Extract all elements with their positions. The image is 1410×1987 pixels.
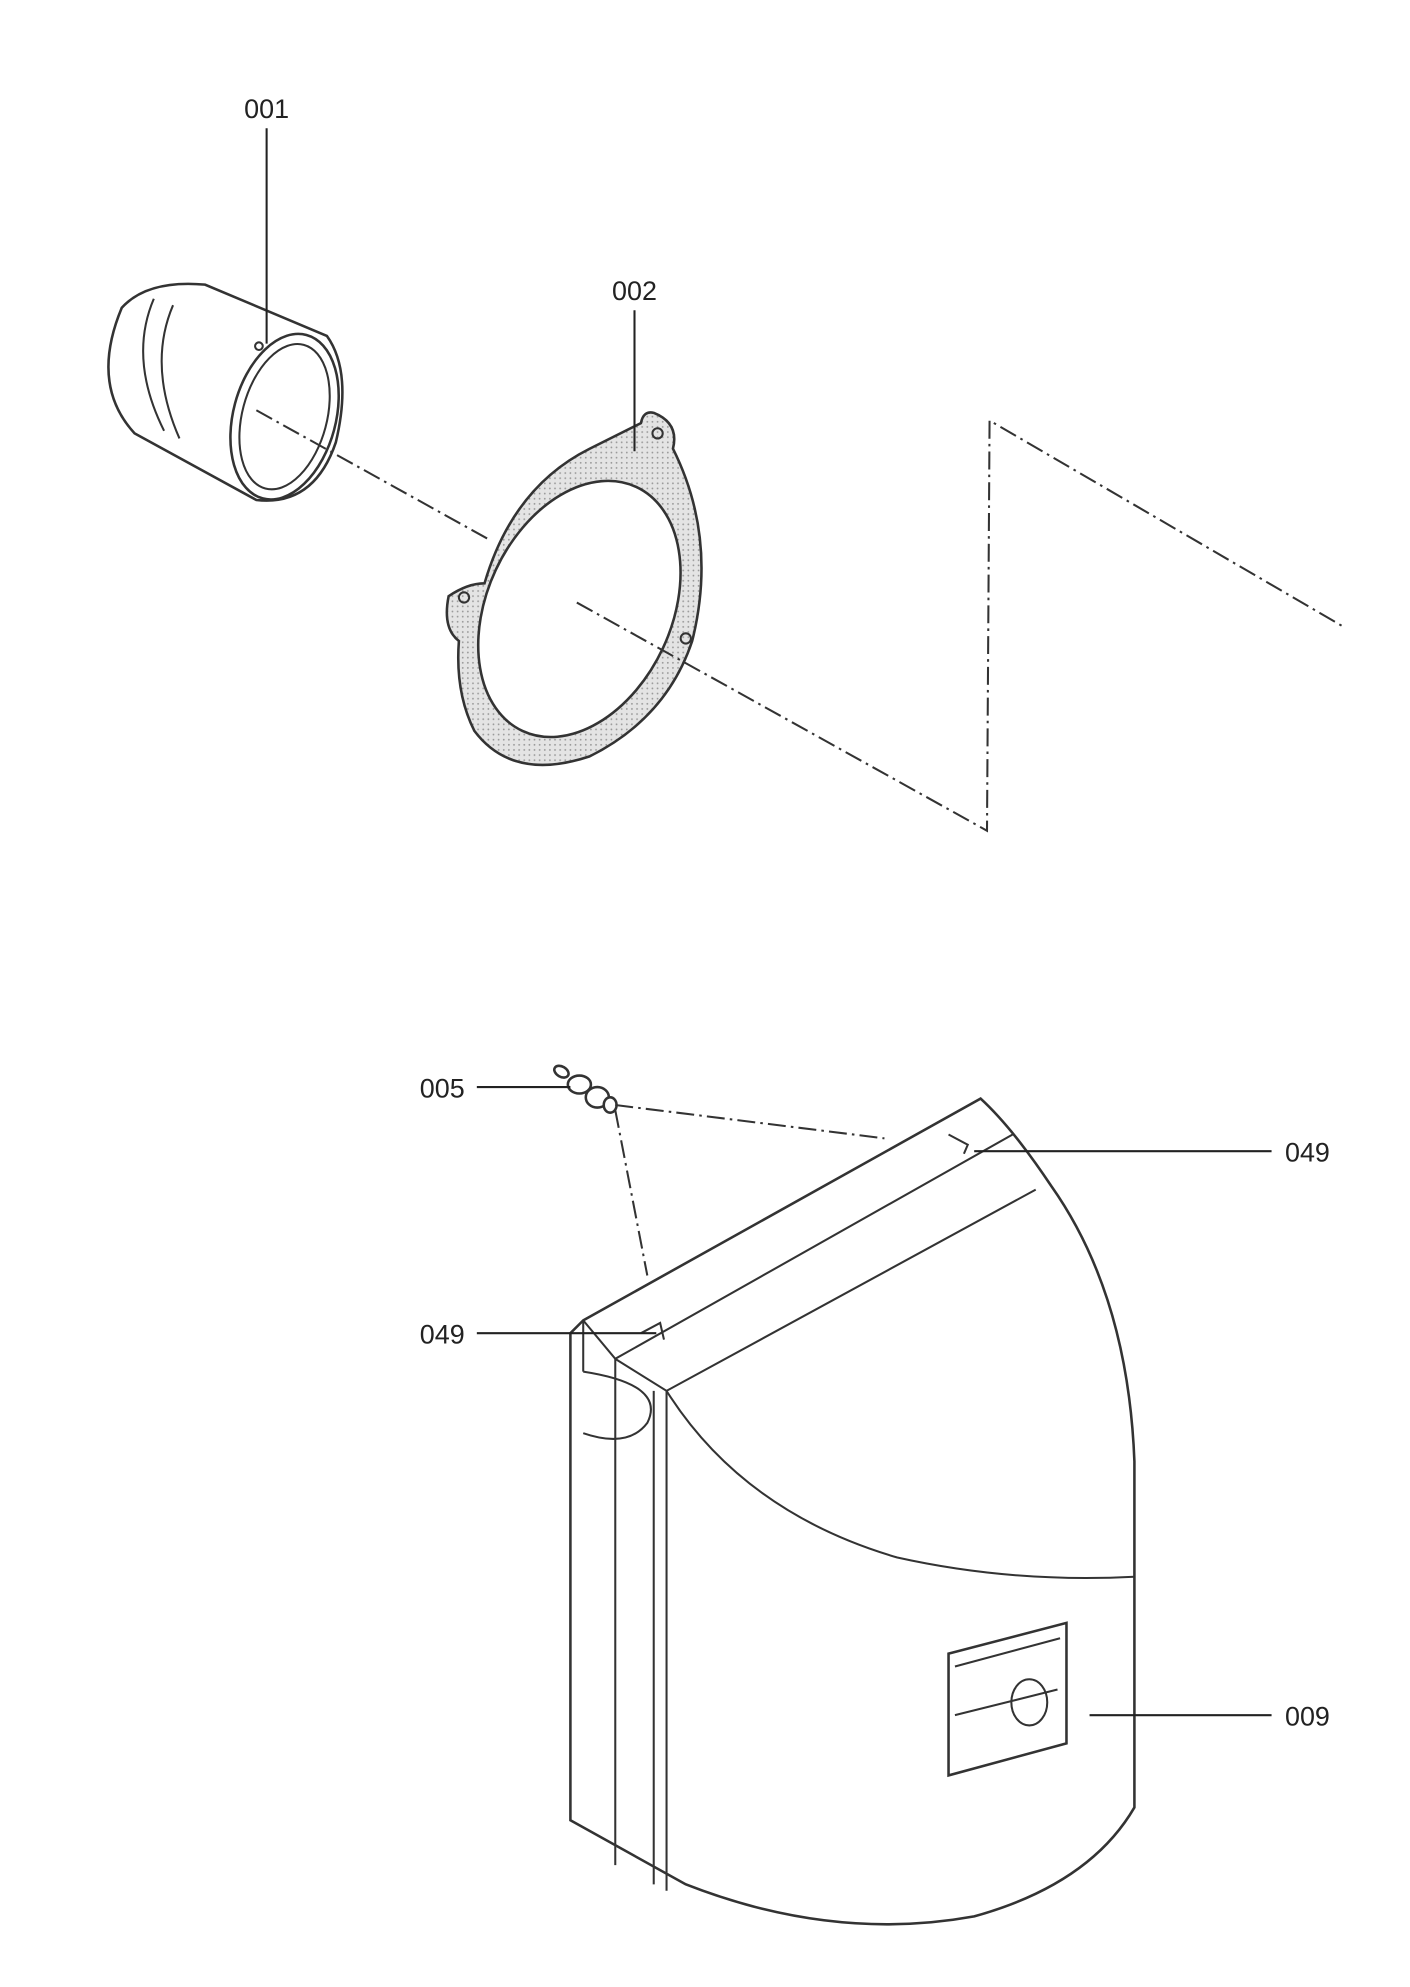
label-001: 001 (244, 94, 289, 124)
part-009-housing (569, 1097, 1136, 1926)
part-005-screw (553, 1064, 618, 1114)
label-002: 002 (612, 276, 657, 306)
part-002-gasket (445, 411, 703, 767)
screw-centerlines (614, 1104, 885, 1276)
label-049-left: 049 (420, 1319, 465, 1349)
part-001-sleeve (107, 282, 344, 502)
label-009: 009 (1285, 1701, 1330, 1731)
label-049-right: 049 (1285, 1137, 1330, 1167)
assembly-centerline (255, 409, 1347, 833)
label-005: 005 (420, 1073, 465, 1103)
